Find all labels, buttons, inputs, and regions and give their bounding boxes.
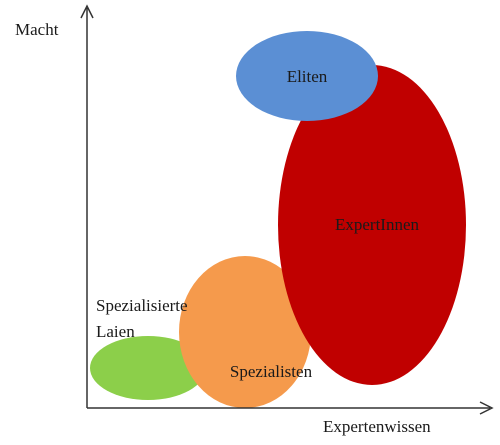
group-label-spezialisten: Spezialisten xyxy=(230,362,313,381)
group-ellipse-spezialisten xyxy=(179,256,311,408)
x-axis-arrowhead xyxy=(479,401,494,415)
group-label-eliten: Eliten xyxy=(287,67,328,86)
group-ellipse-spezialisierte-laien xyxy=(90,336,206,400)
group-label-expertinnen: ExpertInnen xyxy=(335,215,420,234)
group-ellipse-expertinnen xyxy=(278,65,466,385)
x-axis-label: Expertenwissen xyxy=(323,417,431,436)
y-axis-label: Macht xyxy=(15,20,59,39)
y-axis-arrowhead xyxy=(80,4,94,19)
group-ellipse-eliten xyxy=(236,31,378,121)
group-label-spezialisierte-laien-line2: Laien xyxy=(96,322,135,341)
group-label-spezialisierte-laien-line1: Spezialisierte xyxy=(96,296,188,315)
